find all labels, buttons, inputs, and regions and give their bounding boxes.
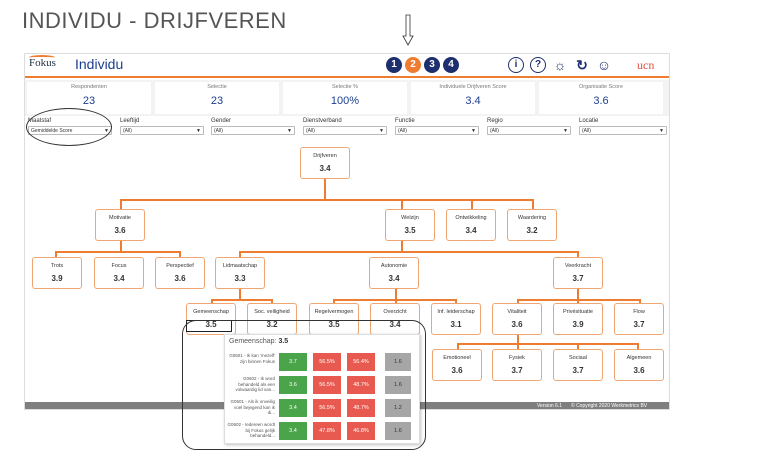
chevron-down-icon: ▼ (196, 128, 201, 134)
filter-functie: Functie (All)▼ (395, 118, 479, 135)
step-1-button[interactable]: 1 (386, 57, 402, 73)
lightbulb-icon[interactable]: ☼ (553, 57, 567, 73)
info-icon[interactable]: i (508, 57, 524, 73)
dienstverband-select[interactable]: (All)▼ (303, 126, 387, 135)
filter-gender: Gender (All)▼ (211, 118, 295, 135)
users-icon[interactable]: ☺ (596, 57, 612, 73)
step-2-button[interactable]: 2 (405, 57, 421, 73)
chevron-down-icon: ▼ (563, 128, 568, 134)
tooltip-title: Gemeenschap: 3.5 (229, 338, 289, 345)
chevron-down-icon: ▼ (659, 128, 664, 134)
filter-regio: Regio (All)▼ (487, 118, 571, 135)
step-4-button[interactable]: 4 (443, 57, 459, 73)
functie-select[interactable]: (All)▼ (395, 126, 479, 135)
app-header: Fokus Individu 1 2 3 4 i ? ☼ ↻ ☺ ucn (25, 54, 669, 78)
fokus-logo: Fokus (29, 55, 56, 69)
leeftijd-select[interactable]: (All)▼ (120, 126, 204, 135)
gemeenschap-tooltip: Gemeenschap: 3.5 G0601 - Ik kan 'mezelf'… (224, 334, 420, 444)
maatstaf-highlight-circle (26, 108, 112, 146)
regio-select[interactable]: (All)▼ (487, 126, 571, 135)
ucn-logo: ucn (637, 58, 655, 72)
tooltip-row: G0602 - Ik word behandeld als een volwaa… (227, 374, 419, 396)
dashboard-window: Fokus Individu 1 2 3 4 i ? ☼ ↻ ☺ ucn Res… (24, 53, 670, 410)
page-title: Individu (75, 56, 124, 72)
copyright-text: © Copyright 2020 Werkmetrics BV (571, 403, 648, 409)
filter-leeftijd: Leeftijd (All)▼ (120, 118, 204, 135)
version-text: Version 6.1 (537, 403, 563, 409)
chevron-down-icon: ▼ (379, 128, 384, 134)
locatie-select[interactable]: (All)▼ (579, 126, 667, 135)
chevron-down-icon: ▼ (471, 128, 476, 134)
gender-select[interactable]: (All)▼ (211, 126, 295, 135)
filter-locatie: Locatie (All)▼ (579, 118, 667, 135)
tooltip-row: G0601 - Ik kan 'mezelf' zijn binnen Foku… (227, 351, 419, 373)
chevron-down-icon: ▼ (287, 128, 292, 134)
tooltip-row: G0601 - Als ik onveilig voel bejegend ka… (227, 397, 419, 419)
down-arrow-icon (402, 14, 414, 46)
step-3-button[interactable]: 3 (424, 57, 440, 73)
kpi-card: Selectie %100% (283, 82, 407, 114)
help-icon[interactable]: ? (530, 57, 546, 73)
filter-dienstverband: Dienstverband (All)▼ (303, 118, 387, 135)
refresh-icon[interactable]: ↻ (576, 57, 588, 73)
tooltip-highlight-outline (182, 320, 426, 450)
tooltip-row: G0602 - Iedereen wordt bij Fokus gelijk … (227, 420, 419, 442)
slide-title: INDIVIDU - DRIJFVEREN (22, 8, 287, 33)
